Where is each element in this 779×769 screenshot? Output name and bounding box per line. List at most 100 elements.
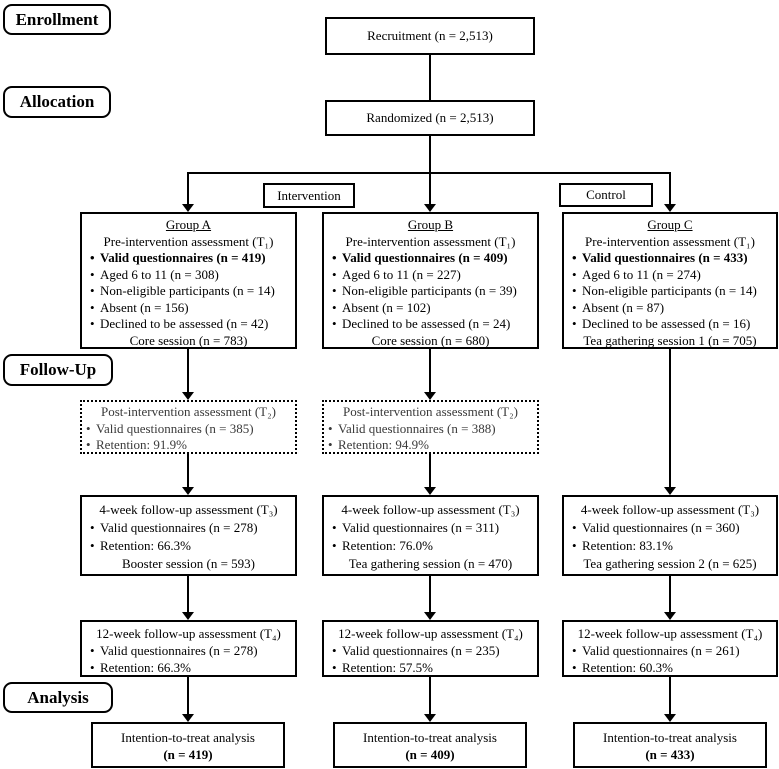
group-c-pre-valid: Valid questionnaires (n = 433) [568,250,772,267]
group-a-itt-line2: (n = 419) [163,747,213,762]
group-b-pre-non-eligible: Non-eligible participants (n = 39) [328,283,533,300]
group-c-week4-retention: Retention: 83.1% [568,537,772,555]
group-a-pre-aged: Aged 6 to 11 (n = 308) [86,267,291,284]
connector-b-week4-week12 [429,576,431,614]
group-a-title: Group A [165,217,212,232]
connector-c-week4-week12 [669,576,671,614]
recruitment-box: Recruitment (n = 2,513) [325,17,535,55]
group-b-week12-box: 12-week follow-up assessment (T₄) Valid … [322,620,539,677]
group-a-post-retention: Retention: 91.9% [82,437,295,454]
group-c-week12-box: 12-week follow-up assessment (T₄) Valid … [562,620,778,677]
group-b-week4-session: Tea gathering session (n = 470) [348,556,513,571]
arrow-down-b-itt-icon [424,714,436,722]
stage-label-analysis: Analysis [3,682,113,713]
group-b-pre-declined: Declined to be assessed (n = 24) [328,316,533,333]
stage-label-enrollment: Enrollment [3,4,111,35]
group-a-pre-non-eligible: Non-eligible participants (n = 14) [86,283,291,300]
connector-branch-group-c [669,172,671,206]
group-b-week4-title: 4-week follow-up assessment (T₃) [341,502,520,517]
group-a-week4-retention: Retention: 66.3% [86,537,291,555]
group-a-week12-retention: Retention: 66.3% [86,659,291,676]
group-c-title: Group C [647,217,693,232]
arrow-down-group-c-icon [664,204,676,212]
group-c-itt-box: Intention-to-treat analysis (n = 433) [573,722,767,768]
group-a-pre-declined: Declined to be assessed (n = 42) [86,316,291,333]
arrow-down-b-week4-icon [424,487,436,495]
group-a-pre-session: Core session (n = 783) [129,332,248,348]
group-b-pre-box: Group B Pre-intervention assessment (T₁)… [322,212,539,349]
connector-randomized-group-b [429,136,431,206]
group-a-week12-valid: Valid questionnaires (n = 278) [86,642,291,659]
arrow-down-b-week12-icon [424,612,436,620]
group-a-pre-box: Group A Pre-intervention assessment (T₁)… [80,212,297,349]
arrow-down-c-week12-icon [664,612,676,620]
group-b-pre-valid: Valid questionnaires (n = 409) [328,250,533,267]
group-a-week4-title: 4-week follow-up assessment (T₃) [99,502,278,517]
arrow-down-a-week4-icon [182,487,194,495]
connector-branch-horizontal [187,172,671,174]
group-c-week4-session: Tea gathering session 2 (n = 625) [583,556,757,571]
connector-c-week12-itt [669,677,671,716]
connector-b-week12-itt [429,677,431,716]
arrow-down-c-week4-icon [664,487,676,495]
group-b-week4-retention: Retention: 76.0% [328,537,533,555]
randomized-box: Randomized (n = 2,513) [325,100,535,136]
group-b-post-title: Post-intervention assessment (T₂) [343,404,518,419]
group-c-week4-title: 4-week follow-up assessment (T₃) [580,502,760,517]
connector-b-pre-post [429,349,431,394]
connector-c-pre-week4 [669,349,671,489]
group-a-week4-session: Booster session (n = 593) [122,556,255,571]
group-c-pre-absent: Absent (n = 87) [568,300,772,317]
intervention-label-box: Intervention [263,183,355,208]
group-b-post-retention: Retention: 94.9% [324,437,537,454]
group-c-pre-session: Tea gathering session 1 (n = 705) [583,332,757,348]
group-c-pre-title: Pre-intervention assessment (T₁) [585,233,755,249]
group-c-week4-box: 4-week follow-up assessment (T₃) Valid q… [562,495,778,576]
group-b-pre-session: Core session (n = 680) [371,332,490,348]
group-b-itt-box: Intention-to-treat analysis (n = 409) [333,722,527,768]
connector-a-pre-post [187,349,189,394]
group-b-itt-line1: Intention-to-treat analysis [363,730,497,745]
arrow-down-c-itt-icon [664,714,676,722]
arrow-down-a-itt-icon [182,714,194,722]
group-b-week4-box: 4-week follow-up assessment (T₃) Valid q… [322,495,539,576]
connector-recruitment-randomized [429,55,431,100]
group-b-title: Group B [407,217,454,232]
group-a-pre-valid: Valid questionnaires (n = 419) [86,250,291,267]
group-b-post-valid: Valid questionnaires (n = 388) [324,421,537,438]
group-a-post-title: Post-intervention assessment (T₂) [101,404,276,419]
group-c-pre-aged: Aged 6 to 11 (n = 274) [568,267,772,284]
arrow-down-a-post-icon [182,392,194,400]
group-b-pre-aged: Aged 6 to 11 (n = 227) [328,267,533,284]
group-a-pre-title: Pre-intervention assessment (T₁) [103,233,274,249]
group-a-week4-valid: Valid questionnaires (n = 278) [86,519,291,537]
group-c-pre-non-eligible: Non-eligible participants (n = 14) [568,283,772,300]
group-a-itt-line1: Intention-to-treat analysis [121,730,255,745]
group-a-pre-absent: Absent (n = 156) [86,300,291,317]
connector-b-post-week4 [429,454,431,489]
group-c-pre-declined: Declined to be assessed (n = 16) [568,316,772,333]
group-a-itt-box: Intention-to-treat analysis (n = 419) [91,722,285,768]
stage-label-allocation: Allocation [3,86,111,118]
group-c-week12-retention: Retention: 60.3% [568,659,772,676]
group-b-post-box: Post-intervention assessment (T₂) Valid … [322,400,539,454]
connector-branch-group-a [187,172,189,206]
stage-label-followup: Follow-Up [3,354,113,386]
group-a-post-box: Post-intervention assessment (T₂) Valid … [80,400,297,454]
group-b-week12-retention: Retention: 57.5% [328,659,533,676]
group-c-week4-valid: Valid questionnaires (n = 360) [568,519,772,537]
group-a-post-valid: Valid questionnaires (n = 385) [82,421,295,438]
arrow-down-b-post-icon [424,392,436,400]
group-c-pre-box: Group C Pre-intervention assessment (T₁)… [562,212,778,349]
group-b-itt-line2: (n = 409) [405,747,455,762]
group-c-week12-title: 12-week follow-up assessment (T₄) [577,626,763,641]
connector-a-week12-itt [187,677,189,716]
group-b-pre-title: Pre-intervention assessment (T₁) [345,233,516,249]
group-b-week12-valid: Valid questionnaires (n = 235) [328,642,533,659]
connector-a-week4-week12 [187,576,189,614]
group-c-week12-valid: Valid questionnaires (n = 261) [568,642,772,659]
arrow-down-group-a-icon [182,204,194,212]
group-b-week12-title: 12-week follow-up assessment (T₄) [338,626,523,641]
group-c-itt-line2: (n = 433) [645,747,695,762]
